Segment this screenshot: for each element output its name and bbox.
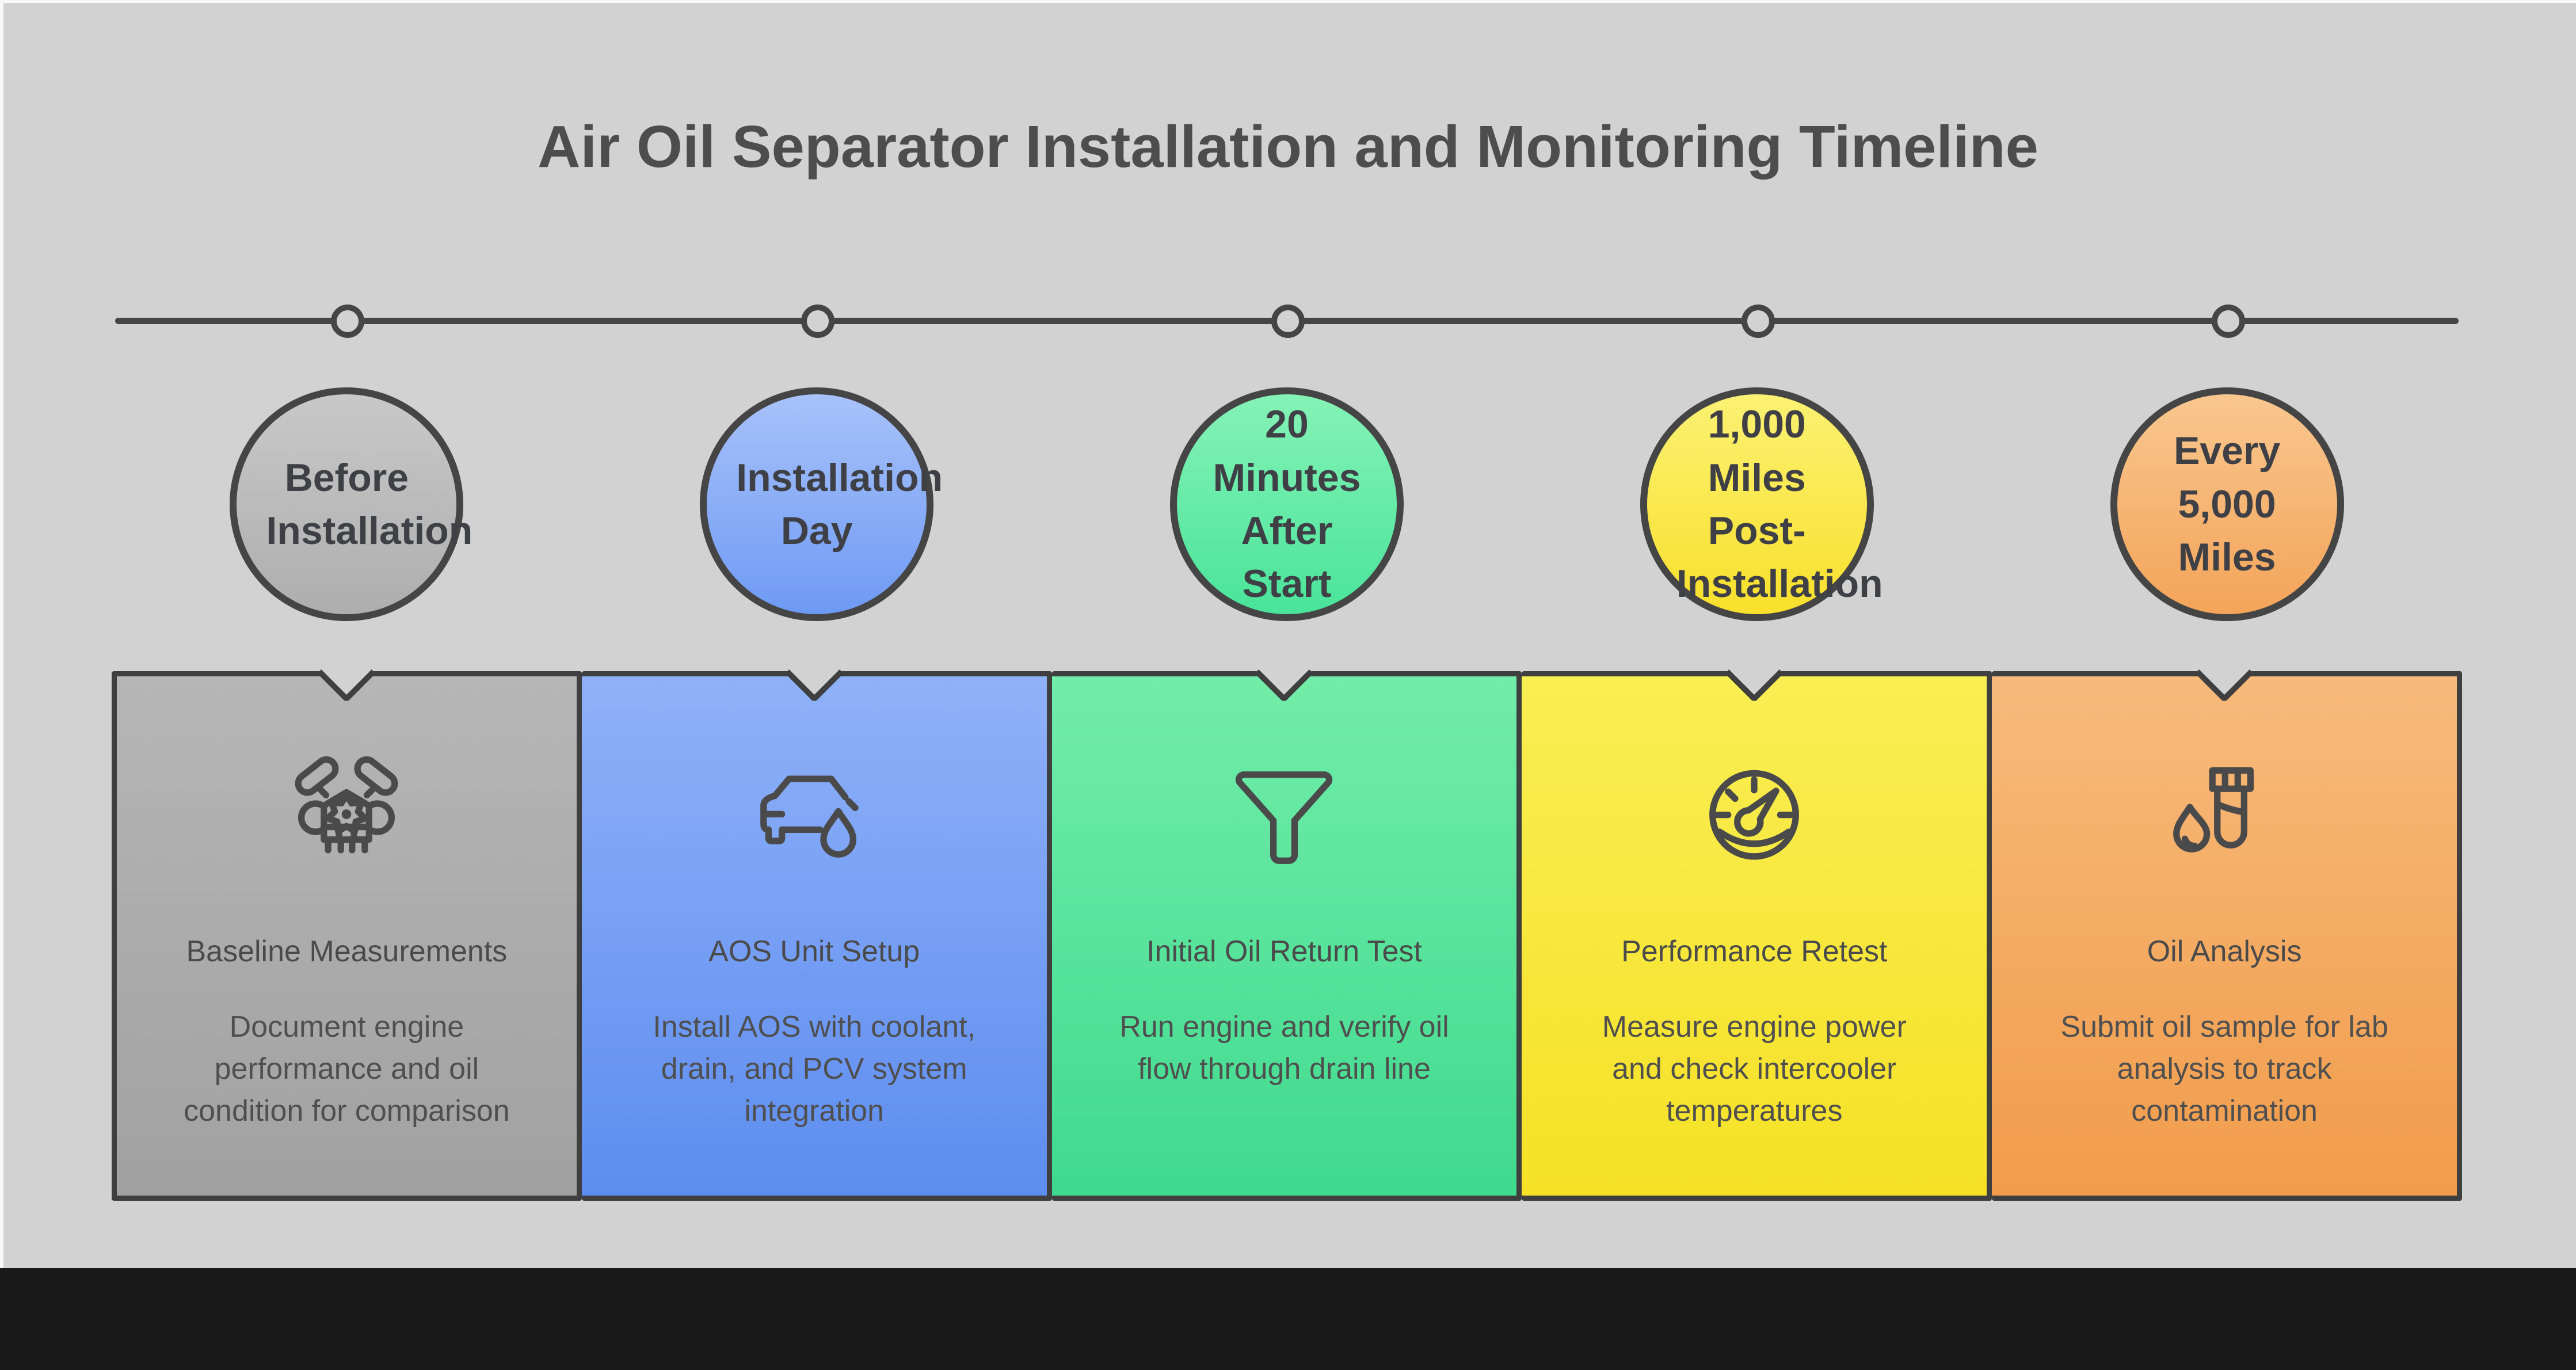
- funnel-icon: [1212, 741, 1356, 882]
- card-title: Oil Analysis: [2147, 935, 2302, 968]
- milestone-label: 20 Minutes After Start: [1213, 402, 1361, 606]
- milestone-badge: 20 Minutes After Start: [1169, 387, 1404, 621]
- timeline-dot: [801, 305, 834, 338]
- card-body: Run engine and verify oil flow through d…: [1119, 1010, 1449, 1086]
- card-notch: [2195, 644, 2254, 703]
- stage-1000-miles-post-installation: 1,000 Miles Post- Installation Perform: [1522, 387, 1992, 1201]
- milestone-label: Before Installation: [266, 455, 473, 553]
- stage-installation-day: Installation Day AOS Unit Setup: [581, 387, 1052, 1201]
- milestone-label: Installation Day: [736, 455, 943, 553]
- stage-card: Performance Retest Measure engine power …: [1522, 644, 1992, 1201]
- timeline-dot: [2212, 305, 2245, 338]
- card-notch: [317, 644, 376, 703]
- timeline-dot: [331, 305, 364, 338]
- milestone-label: Every 5,000 Miles: [2173, 429, 2281, 580]
- milestone-badge: Installation Day: [700, 387, 943, 621]
- card-body: Install AOS with coolant, drain, and PCV…: [653, 1010, 976, 1128]
- card-body: Measure engine power and check intercool…: [1602, 1010, 1907, 1128]
- timeline-dot: [1271, 305, 1305, 338]
- card-title: Baseline Measurements: [186, 935, 508, 968]
- milestone-badge: 1,000 Miles Post- Installation: [1640, 387, 1883, 621]
- stage-20-minutes-after-start: 20 Minutes After Start Initial Oil Retur…: [1051, 387, 1522, 1201]
- stage-card: Initial Oil Return Test Run engine and v…: [1051, 644, 1522, 1201]
- milestone-label: 1,000 Miles Post- Installation: [1676, 402, 1883, 606]
- card-notch: [784, 644, 844, 703]
- stage-card: Baseline Measurements Document engine pe…: [112, 644, 582, 1201]
- car-oil-drop-icon: [742, 741, 886, 882]
- v-engine-icon: [275, 741, 418, 882]
- timeline-dot: [1742, 305, 1775, 338]
- gauge-icon: [1682, 741, 1826, 882]
- oil-sample-test-tube-icon: [2152, 741, 2296, 882]
- stages-row: Before Installation: [112, 387, 2462, 1201]
- footer-bar: [0, 1268, 2576, 1370]
- milestone-badge: Every 5,000 Miles: [2110, 387, 2344, 621]
- left-hairline: [0, 0, 3, 1268]
- stage-every-5000-miles: Every 5,000 Miles Oil Analysis Submit oi…: [1992, 387, 2462, 1201]
- milestone-badge: Before Installation: [230, 387, 473, 621]
- card-title: Initial Oil Return Test: [1146, 935, 1422, 968]
- page-title: Air Oil Separator Installation and Monit…: [538, 113, 2038, 180]
- card-notch: [1725, 644, 1784, 703]
- stage-card: AOS Unit Setup Install AOS with coolant,…: [581, 644, 1052, 1201]
- card-body: Document engine performance and oil cond…: [184, 1010, 510, 1128]
- card-title: Performance Retest: [1621, 935, 1888, 968]
- card-notch: [1255, 644, 1314, 703]
- stage-card: Oil Analysis Submit oil sample for lab a…: [1992, 644, 2462, 1201]
- card-body: Submit oil sample for lab analysis to tr…: [2060, 1010, 2388, 1128]
- card-title: AOS Unit Setup: [708, 935, 920, 968]
- top-hairline: [0, 0, 2576, 3]
- stage-before-installation: Before Installation: [112, 387, 582, 1201]
